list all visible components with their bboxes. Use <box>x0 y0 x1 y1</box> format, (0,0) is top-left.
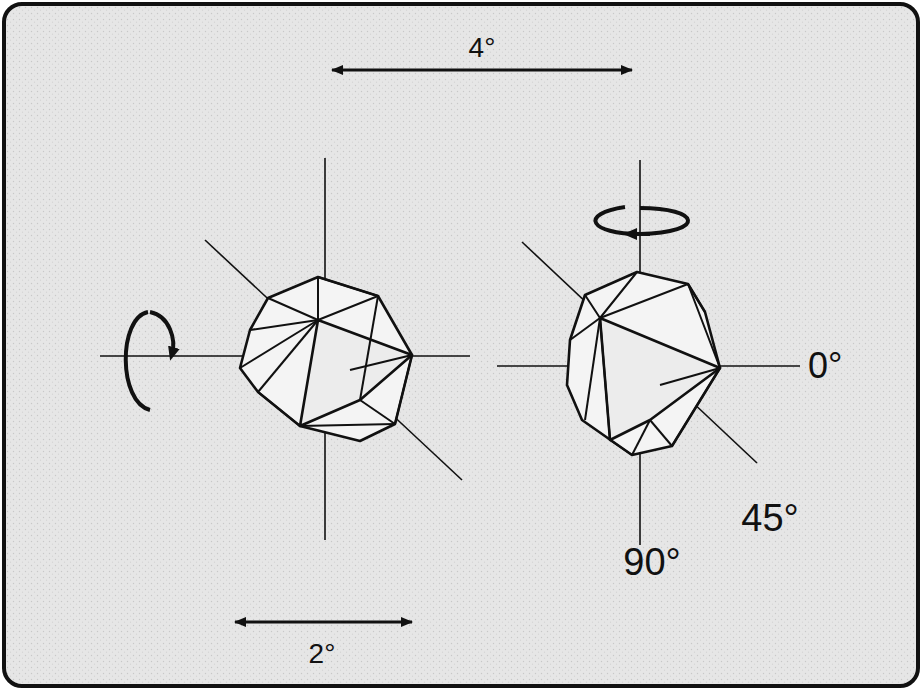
polyhedron <box>240 277 412 441</box>
rotation-arrow <box>126 312 173 410</box>
angle-label: 0° <box>808 348 842 384</box>
frame <box>4 4 918 686</box>
axis-lines <box>100 158 470 540</box>
rotation-arrow <box>630 232 650 236</box>
angle-label: 45° <box>741 499 798 537</box>
axis-lines <box>497 160 800 545</box>
dimension-arrow <box>235 621 412 624</box>
rotation-arrow <box>595 207 688 234</box>
angle-label: 2° <box>309 640 336 668</box>
angle-label: 4° <box>469 34 496 62</box>
dimension-arrow <box>332 69 632 72</box>
angle-label: 90° <box>623 543 680 581</box>
polyhedron <box>567 272 720 455</box>
